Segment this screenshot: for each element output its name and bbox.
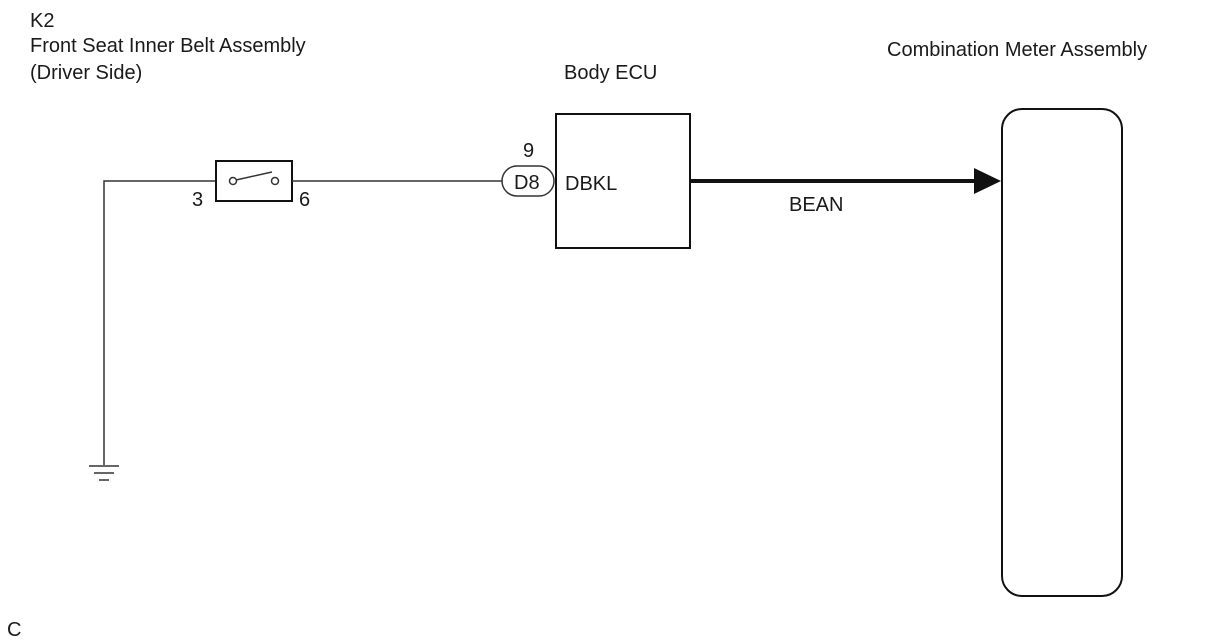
switch-pin-left: 3 <box>192 189 203 211</box>
switch-pin-right: 6 <box>299 189 310 211</box>
combination-meter-box <box>1001 108 1123 597</box>
seat-belt-side: (Driver Side) <box>30 62 142 84</box>
bean-arrow-icon <box>974 168 1001 194</box>
body-ecu-name: Body ECU <box>564 62 657 84</box>
seat-belt-name: Front Seat Inner Belt Assembly <box>30 35 306 57</box>
seat-belt-switch <box>215 160 293 202</box>
body-ecu-box <box>555 113 691 249</box>
connector-pin: 9 <box>523 140 534 162</box>
body-ecu-terminal: DBKL <box>565 173 617 195</box>
bean-label: BEAN <box>789 194 843 216</box>
ground-wire <box>103 180 216 465</box>
footer-mark: C <box>7 619 21 641</box>
connector-label: D8 <box>514 172 540 194</box>
ground-icon <box>89 465 119 481</box>
seat-belt-code: K2 <box>30 10 54 32</box>
combination-meter-name: Combination Meter Assembly <box>887 39 1147 61</box>
connector-d8 <box>501 165 555 197</box>
